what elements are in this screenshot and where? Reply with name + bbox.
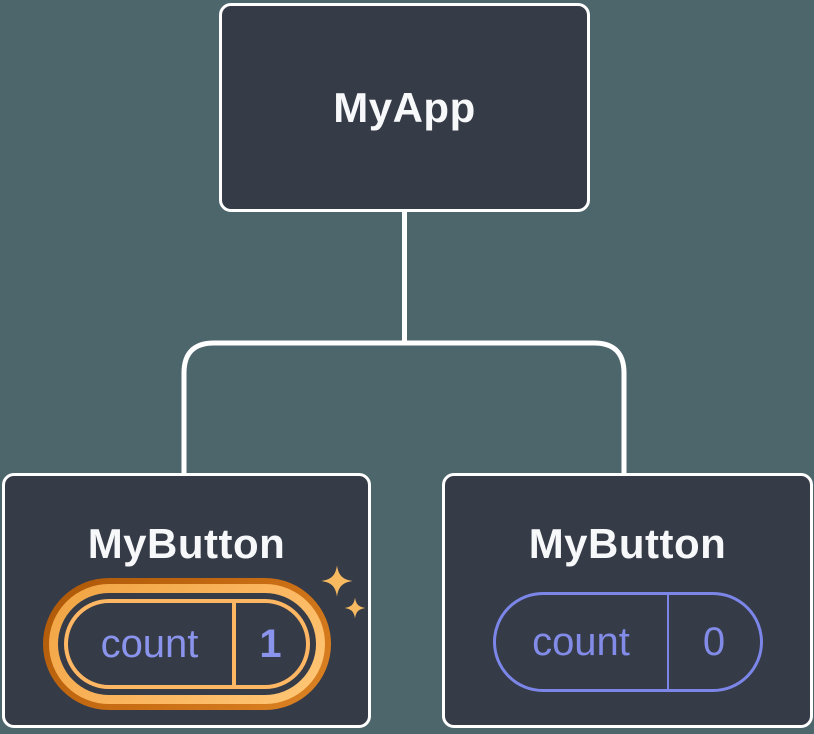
highlight-ring: count 1	[42, 578, 331, 710]
state-value: 1	[259, 621, 282, 666]
node-myapp: MyApp	[219, 3, 590, 212]
node-title: MyButton	[528, 520, 727, 567]
node-title: MyButton	[87, 520, 286, 567]
node-mybutton-highlighted: MyButton count 1	[2, 473, 371, 728]
node-title: MyApp	[333, 83, 476, 131]
state-pill: count 0	[492, 592, 763, 692]
node-mybutton-default: MyButton count 0	[442, 473, 813, 728]
pill-divider	[231, 603, 236, 685]
pill-divider	[666, 595, 669, 689]
state-key-label: count	[532, 619, 630, 664]
state-pill: count 1	[63, 599, 310, 689]
sparkles-icon	[321, 565, 366, 619]
state-value: 0	[702, 619, 726, 664]
state-key-label: count	[100, 621, 199, 666]
